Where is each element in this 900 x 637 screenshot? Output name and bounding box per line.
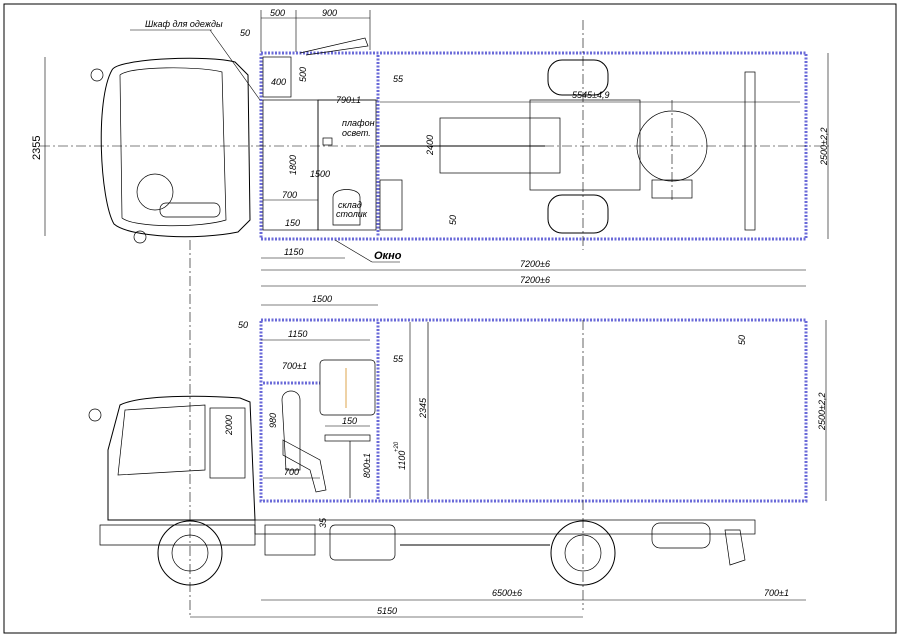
- dim-2400: 2400: [425, 135, 435, 156]
- dim-7200-b: 7200±6: [520, 275, 550, 285]
- dim-1150-side: 1150: [288, 329, 307, 339]
- cabin-roof-top: [119, 67, 227, 227]
- dim-50-side: 50: [238, 320, 248, 330]
- cabinet-top: [379, 179, 403, 231]
- wardrobe-top: [262, 56, 292, 98]
- dim-55-side: 55: [393, 354, 404, 364]
- mudflap-side: [724, 529, 746, 566]
- door-swing-top: [299, 37, 369, 56]
- frame-side: [254, 519, 756, 535]
- cabin-top: [100, 57, 251, 238]
- drawing-frame: [3, 3, 897, 634]
- dim-1500-v: 1500: [310, 169, 330, 179]
- dim-55-top: 55: [393, 74, 404, 84]
- dim-700-rear: 700±1: [764, 588, 789, 598]
- spare-wheel-side: [651, 522, 711, 549]
- rear-wheel-right-top: [547, 194, 609, 234]
- cabin-side: [107, 395, 256, 521]
- mirror-side: [88, 408, 102, 422]
- window-side: [319, 359, 376, 416]
- folding-table-label: склад: [338, 200, 362, 210]
- dim-50-side-b: 50: [737, 335, 747, 345]
- dim-700-side-b: 700: [284, 467, 299, 477]
- folding-table-label-2: столик: [336, 209, 368, 219]
- rear-wheel-left-top: [547, 59, 609, 96]
- dim-50-top: 50: [240, 28, 250, 38]
- dim-150-top: 150: [285, 218, 300, 228]
- rear-hub-side: [564, 534, 602, 572]
- folding-table-top: [332, 189, 361, 226]
- window-label: Окно: [374, 250, 402, 262]
- dim-7200-a: 7200±6: [520, 259, 550, 269]
- dim-35: 35: [318, 517, 328, 528]
- dim-700-side: 700±1: [282, 361, 307, 371]
- body-outline-side: [259, 318, 808, 503]
- dim-980: 980: [268, 413, 278, 428]
- dim-50b: 50: [448, 215, 458, 225]
- battery-box-side: [264, 524, 316, 556]
- dim-500b: 500: [298, 67, 308, 82]
- dim-6500: 6500±6: [492, 588, 522, 598]
- rear-axle-top: [529, 99, 641, 191]
- cabin-bumper-side: [99, 524, 256, 546]
- dim-800: 800±1: [362, 453, 372, 478]
- fuel-tank-side: [329, 524, 396, 561]
- dim-5150: 5150: [377, 606, 397, 616]
- dim-1800: 1800: [288, 155, 298, 175]
- wardrobe-label: Шкаф для одежды: [145, 19, 223, 29]
- dim-2500-side: 2500±2,2: [817, 393, 827, 431]
- seat-top: [159, 202, 221, 218]
- mirror-right-top: [133, 230, 147, 244]
- roof-hatch-top: [136, 173, 174, 211]
- side-view: 1500 50 1150 700±1 55 150 2345 1100 +20 …: [88, 240, 827, 618]
- lamp-top: [322, 137, 333, 146]
- table-side: [324, 434, 371, 442]
- dim-700-top: 700: [282, 190, 297, 200]
- dim-2000: 2000: [224, 415, 234, 436]
- rear-bumper-top: [744, 71, 756, 231]
- dim-1500: 1500: [312, 294, 332, 304]
- dim-1100: 1100: [397, 451, 407, 470]
- seat-side: [282, 439, 327, 493]
- top-view: 500 900 50 400 500 55 790±1 5545±4,9 235…: [31, 8, 830, 287]
- seat-back-side: [281, 390, 301, 471]
- dim-150-side: 150: [342, 416, 357, 426]
- dim-2345: 2345: [418, 397, 428, 419]
- dim-2355: 2355: [31, 136, 43, 160]
- dim-900: 900: [322, 8, 337, 18]
- cabin-window-side: [117, 404, 206, 476]
- cabin-door-side: [209, 407, 246, 479]
- dim-1100-tolerance: +20: [394, 441, 400, 452]
- lamp-label-2: освет.: [342, 128, 371, 138]
- dim-2500-top: 2500±2,2: [819, 128, 829, 166]
- tank-top: [651, 179, 693, 199]
- dim-500: 500: [270, 8, 285, 18]
- lamp-label: плафон: [342, 118, 375, 128]
- dim-400: 400: [271, 77, 286, 87]
- dim-1150-top: 1150: [284, 247, 303, 257]
- dim-5545: 5545±4,9: [572, 90, 609, 100]
- dim-790: 790±1: [336, 95, 361, 105]
- mirror-left-top: [90, 68, 104, 82]
- spare-wheel-top: [636, 110, 708, 182]
